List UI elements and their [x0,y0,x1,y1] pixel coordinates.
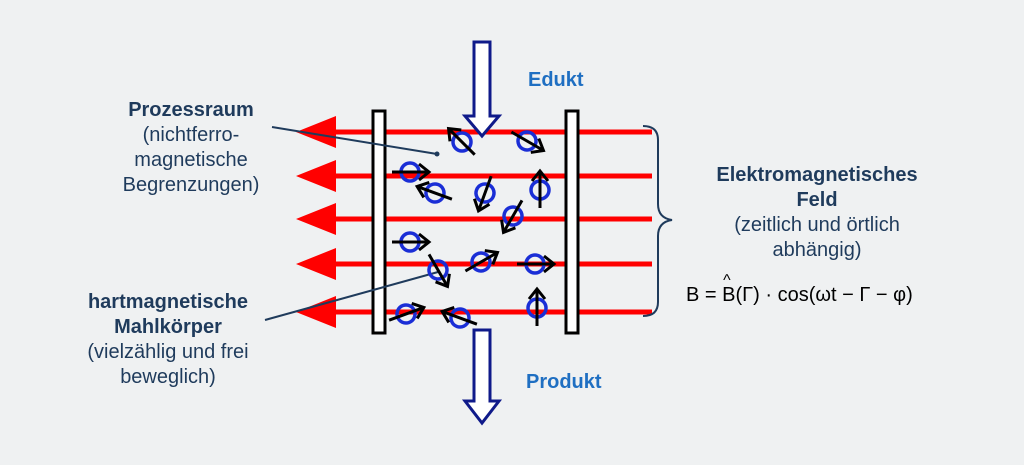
grinding-body [427,253,451,289]
grinding-body [392,231,432,253]
magnetization-arrowhead [411,301,427,320]
prozessraum-annotation: Prozessraum (nichtferro- magnetische Beg… [100,98,282,198]
feld-desc-1: (zeitlich und örtlich [734,214,900,236]
field-curly-brace [642,125,673,317]
grinding-body [392,161,432,183]
field-arrowhead [296,203,336,235]
formula-rest: (Γ) · cos(ωt − Γ − φ) [735,284,913,306]
field-arrowhead [296,160,336,192]
formula-lhs: B = [686,284,723,306]
magnetization-arrowhead [472,198,491,214]
magnetization-arrowhead [414,180,430,199]
magnetization-arrow [477,175,493,211]
magnetization-arrowhead [500,219,516,235]
magnetization-arrow [510,130,544,152]
field-arrowhead [296,116,336,148]
feld-desc-2: abhängig) [772,239,862,261]
magnetization-arrowhead [439,305,455,324]
prozessraum-leader-line [271,126,438,155]
grinding-body [464,249,500,273]
prozessraum-leader-dot [434,151,440,157]
magnetization-arrow [417,185,453,201]
feld-title-2: Feld [796,189,838,211]
prozessraum-desc-3: Begrenzungen) [122,174,260,196]
produkt-label: Produkt [526,371,602,393]
magnetization-arrowhead [527,286,547,300]
field-arrowhead [296,296,336,328]
grinding-body [517,253,557,275]
grinding-body [446,126,476,156]
grinding-body [472,175,496,214]
magnetization-arrow [442,310,478,326]
grinding-body [439,305,478,329]
mahlkoerper-annotation: hartmagnetische Mahlkörper (vielzählig u… [57,290,279,390]
grinding-body [526,286,548,326]
feld-annotation: Elektromagnetisches Feld (zeitlich und ö… [686,163,948,263]
left-boundary-wall [371,109,387,335]
prozessraum-desc-2: magnetische [134,149,248,171]
grinding-body [414,180,453,204]
mahlkoerper-desc-1: (vielzählig und frei [87,341,249,363]
magnetization-arrowhead [543,254,557,274]
formula-b-hat: B [722,272,735,307]
edukt-inflow-arrow [461,40,503,139]
field-arrowhead [296,248,336,280]
magnetization-arrow [464,251,498,273]
magnetization-arrow [448,128,476,156]
mahlkoerper-desc-2: beweglich) [120,366,216,388]
grinding-body [388,301,427,325]
mahlkoerper-title-1: hartmagnetische [87,291,249,313]
feld-title-1: Elektromagnetisches [716,164,918,186]
produkt-outflow-arrow [461,328,503,426]
magnetization-arrow [427,253,449,287]
magnetization-arrowhead [530,168,550,182]
magnetization-arrowhead [484,249,500,265]
magnetization-arrowhead [435,273,451,289]
grinding-bodies [388,126,557,329]
magnetization-arrowhead [530,138,546,154]
edukt-label: Edukt [528,69,584,91]
magnetization-arrowhead [418,232,432,252]
grinding-body [529,168,551,208]
grinding-body [500,199,524,235]
mahlkoerper-title-2: Mahlkörper [114,316,222,338]
mahlkoerper-leader-line [264,271,439,321]
field-formula: B = B(Γ) · cos(ωt − Γ − φ) [686,272,913,307]
prozessraum-title: Prozessraum [128,99,254,121]
magnetization-arrowhead [418,162,432,182]
right-boundary-wall [564,109,580,335]
magnetization-arrowhead [446,126,462,142]
magnetization-arrow [388,306,424,322]
magnetization-arrow [502,199,524,233]
grinding-body [510,130,546,154]
prozessraum-desc-1: (nichtferro- [142,124,240,146]
